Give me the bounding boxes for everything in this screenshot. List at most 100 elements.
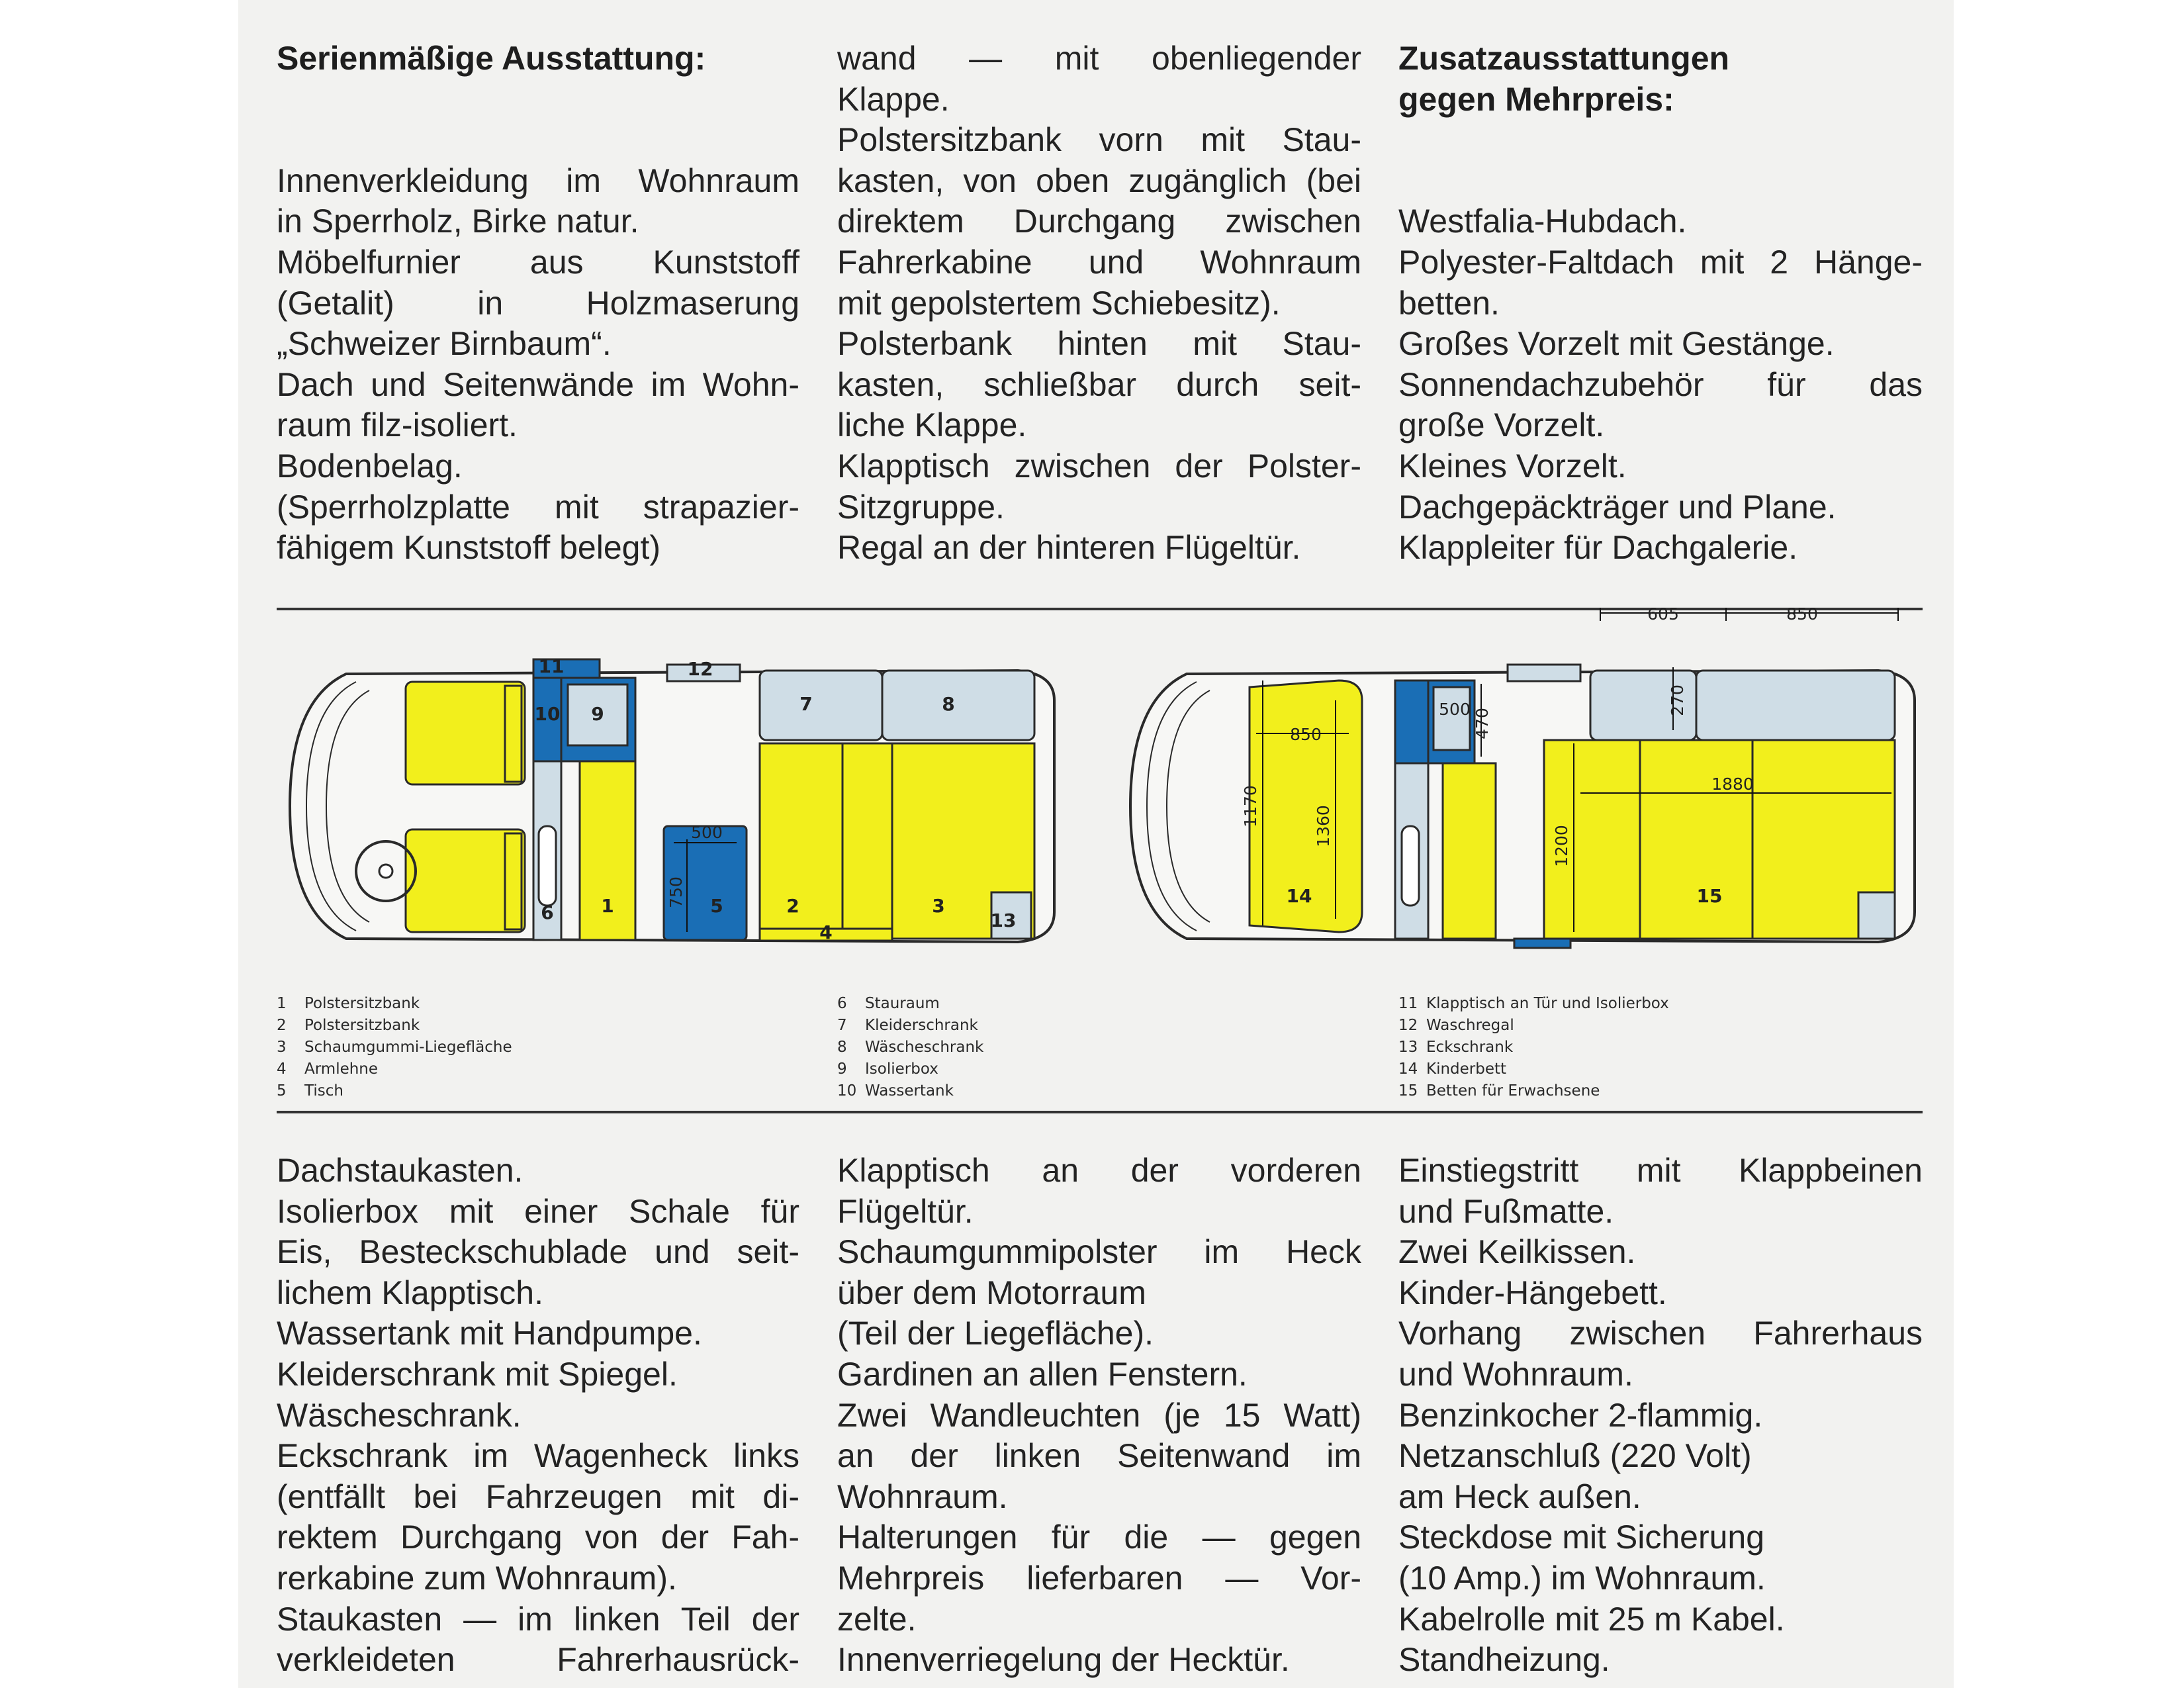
legend-item: 2 Polstersitzbank (277, 1015, 740, 1037)
plan-number-label: 5 (710, 895, 723, 917)
text-line: rektem Durchgang von der Fah- (277, 1519, 799, 1556)
legend-text: Kleiderschrank (865, 1017, 978, 1034)
text-line: raum filz-isoliert. (277, 406, 518, 444)
text-line: Netzanschluß (220 Volt) (1398, 1437, 1752, 1475)
plan-number-label: 10 (535, 703, 561, 725)
plan-number-label: 6 (541, 902, 553, 923)
front-seat-lower (404, 828, 526, 933)
legend-text: Polstersitzbank (304, 995, 420, 1012)
top_columns.2-heading: Zusatzausstattungen (1398, 40, 1730, 77)
text-line: kasten, schließbar durch seit- (837, 365, 1361, 403)
floorplan-left (288, 658, 1056, 944)
plan-number-label: 1 (601, 895, 614, 917)
text-line: Regal an der hinteren Flügeltür. (837, 529, 1301, 567)
text-line: Flügeltür. (837, 1192, 974, 1230)
text-line: „Schweizer Birnbaum“. (277, 325, 612, 363)
text-line: am Heck außen. (1398, 1477, 1641, 1515)
text-line: Polsterbank hinten mit Stau- (837, 325, 1361, 363)
steering-wheel (355, 840, 417, 902)
legend-number: 7 (837, 1017, 847, 1034)
legend-number: 3 (277, 1039, 287, 1056)
legend-number: 2 (277, 1017, 287, 1034)
divider-top (277, 608, 1923, 610)
legend-number: 15 (1398, 1082, 1418, 1100)
adult-beds (1543, 739, 1896, 940)
text-line: Steckdose mit Sicherung (1398, 1519, 1765, 1556)
text-line: Gardinen an allen Fenstern. (837, 1355, 1248, 1393)
legend-item: 9 Isolierbox (837, 1058, 1300, 1080)
plan-number-label: 11 (539, 655, 565, 677)
text-line: (10 Amp.) im Wohnraum. (1398, 1559, 1766, 1597)
text-line: Benzinkocher 2-flammig. (1398, 1396, 1763, 1434)
legend-number: 5 (277, 1082, 287, 1100)
dimension-label: 750 (666, 876, 686, 908)
text-line: Sitzgruppe. (837, 488, 1005, 526)
text-line: Standheizung. (1398, 1641, 1610, 1679)
text-line: Polyester-Faltdach mit 2 Hänge- (1398, 243, 1923, 281)
text-line: Vorhang zwischen Fahrerhaus (1398, 1315, 1923, 1352)
text-line: Polstersitzbank vorn mit Stau- (837, 121, 1361, 159)
text-line: lichem Klapptisch. (277, 1274, 543, 1311)
text-line: Kleiderschrank mit Spiegel. (277, 1355, 678, 1393)
text-line: Innenverkleidung im Wohnraum (277, 162, 799, 199)
legend-number: 1 (277, 995, 287, 1012)
text-line (1398, 161, 1923, 202)
text-line: Fahrerkabine und Wohnraum (837, 243, 1361, 281)
legend-number: 12 (1398, 1017, 1418, 1034)
child-bed (1248, 679, 1363, 933)
dimension-label: 1360 (1314, 805, 1333, 847)
text-line: mit gepolstertem Schiebesitz). (837, 284, 1281, 322)
text-line: Mehrpreis lieferbaren — Vor- (837, 1559, 1361, 1597)
text-line: Isolierbox mit einer Schale für (277, 1192, 799, 1230)
text-line: Westfalia-Hubdach. (1398, 203, 1687, 240)
plan-number-label: 15 (1697, 885, 1723, 907)
text-line: Klappe. (837, 80, 950, 118)
dimension-label: 270 (1668, 684, 1687, 716)
text-line: Staukasten — im linken Teil der (277, 1600, 799, 1638)
floorplans: .lbl { font-family: "DejaVu Sans", sans-… (288, 608, 1916, 949)
plan-number-label: 13 (991, 910, 1017, 931)
text-line: Bodenbelag. (277, 447, 463, 485)
legend-text: Armlehne (304, 1060, 379, 1078)
text-line: Innenverriegelung der Hecktür. (837, 1641, 1290, 1679)
legend-number: 4 (277, 1060, 287, 1078)
legend-item: 3 Schaumgummi-Liegefläche (277, 1037, 740, 1058)
text-line: Großes Vorzelt mit Gestänge. (1398, 325, 1835, 363)
text-line: Schaumgummipolster im Heck (837, 1233, 1361, 1271)
legend-text: Isolierbox (865, 1060, 938, 1078)
legend-text: Eckschrank (1426, 1039, 1514, 1056)
plan-number-label: 8 (942, 693, 954, 715)
top-column-standard-equipment: Serienmäßige Ausstattung: Innenverkleidu… (277, 38, 799, 569)
plan-number-label: 7 (799, 693, 812, 715)
plan-number-label: 2 (786, 895, 799, 917)
legend-text: Schaumgummi-Liegefläche (304, 1039, 512, 1056)
legend-item: 1 Polstersitzbank (277, 993, 740, 1015)
plan-number-label: 9 (591, 703, 604, 725)
plan-number-label: 3 (932, 895, 944, 917)
text-line: fähigem Kunststoff belegt) (277, 529, 660, 567)
text-line: liche Klappe. (837, 406, 1027, 444)
plan-number-label: 4 (819, 921, 832, 943)
text-line: Dachgepäckträger und Plane. (1398, 488, 1837, 526)
top_columns.0-heading: Serienmäßige Ausstattung: (277, 40, 706, 77)
legend-text: Polstersitzbank (304, 1017, 420, 1034)
text-line: an der linken Seitenwand im (837, 1437, 1361, 1475)
text-line (1398, 120, 1923, 161)
text-line: betten. (1398, 284, 1500, 322)
text-line: Kinder-Hängebett. (1398, 1274, 1667, 1311)
legend-text: Kinderbett (1426, 1060, 1507, 1078)
legend-number: 9 (837, 1060, 847, 1078)
legend-item: 4 Armlehne (277, 1058, 740, 1080)
dimension-label: 500 (1439, 700, 1471, 719)
legend-text: Waschregal (1426, 1017, 1514, 1034)
text-line: Zwei Wandleuchten (je 15 Watt) (837, 1396, 1361, 1434)
